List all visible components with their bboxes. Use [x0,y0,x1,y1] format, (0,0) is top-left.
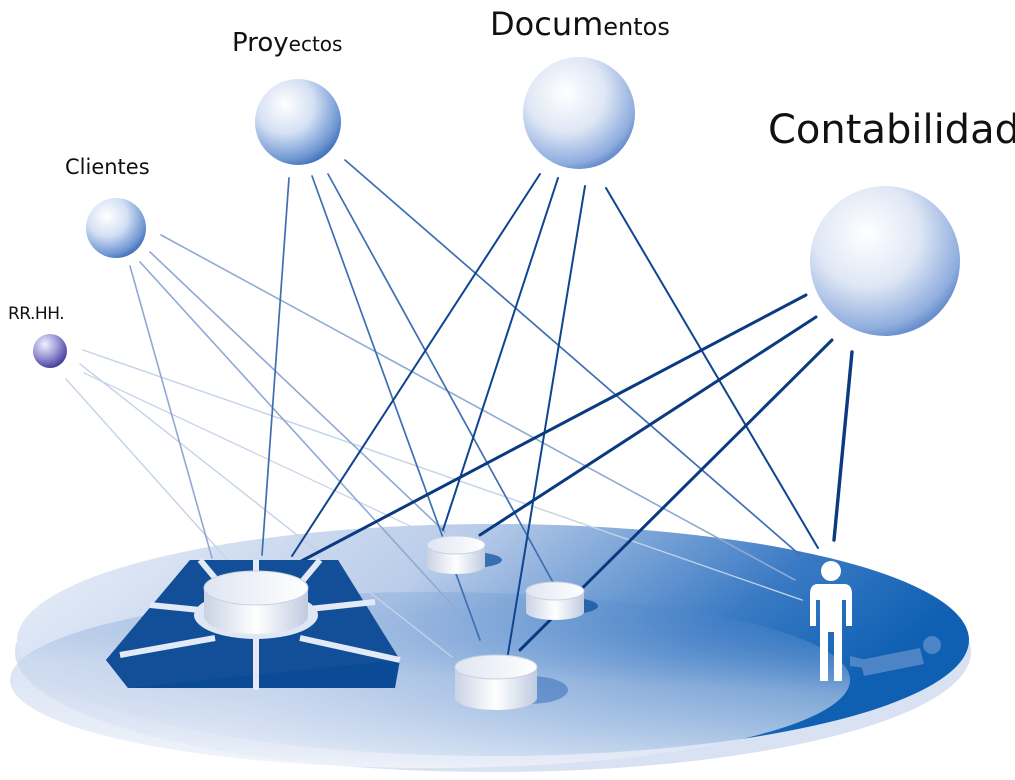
database-disc-icon [525,581,598,620]
label-contabilidad: Contabilidad [768,107,1015,153]
user-figure-icon [810,561,941,681]
database-disc-icon [454,654,568,710]
label-rrhh: RR.HH. [8,304,65,324]
label-documentos-tail: entos [603,13,670,41]
module-sphere-icon [523,57,635,169]
module-sphere-icon [86,198,146,258]
module-sphere-icon [810,186,960,336]
label-proyectos-tail: ectos [288,32,343,56]
label-documentos-main: Docum [490,5,604,43]
label-clientes: Clientes [65,155,150,179]
database-disc-icon [426,535,502,574]
label-proyectos-main: Proy [232,28,289,58]
label-proyectos: Proyectos [232,30,342,56]
label-documentos: Documentos [490,8,670,40]
module-sphere-icon [255,79,341,165]
module-sphere-icon [33,334,67,368]
connection-lines [65,159,854,658]
central-server-icon [106,558,401,690]
